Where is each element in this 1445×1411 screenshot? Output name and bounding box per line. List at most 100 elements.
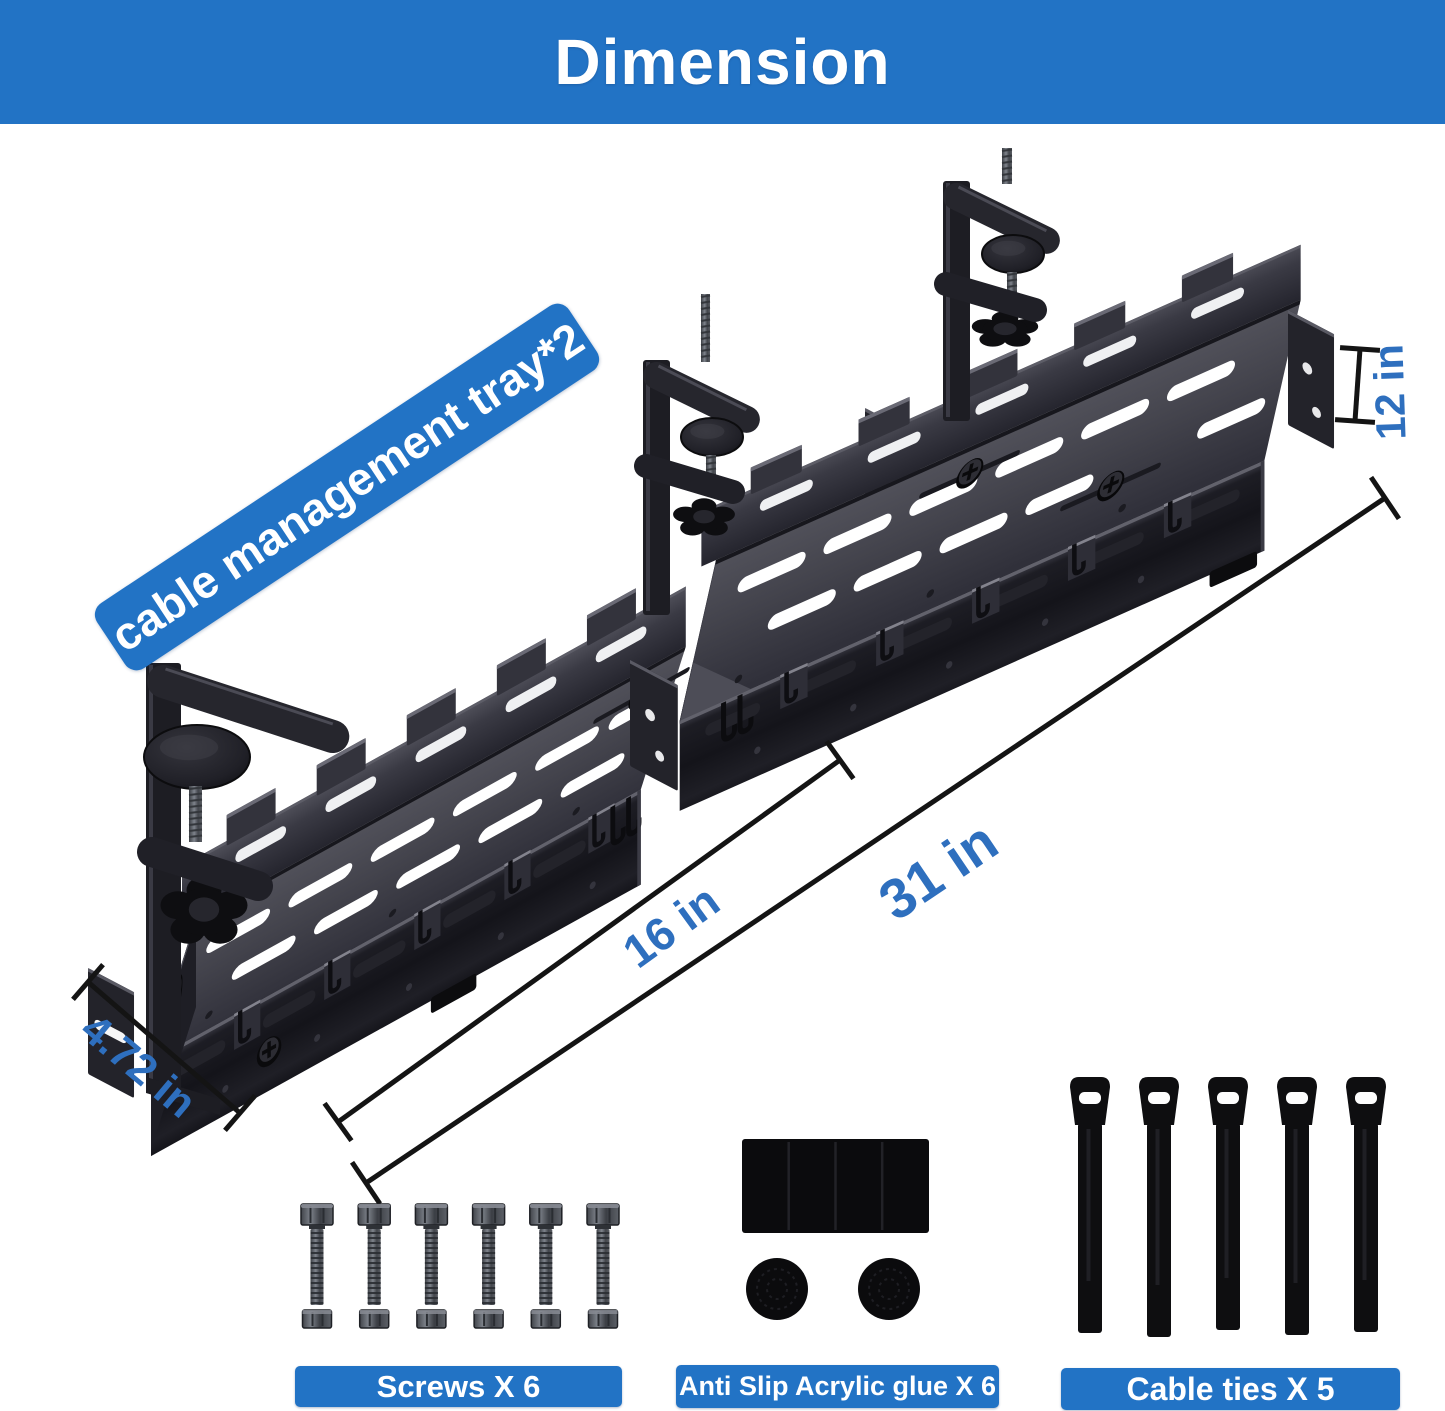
cable-hook: [1167, 500, 1182, 533]
cable-trays: [88, 244, 1335, 1157]
dimension-lines: [71, 345, 1402, 1206]
mounting-plate: [88, 968, 135, 1098]
kit-label-glue: Anti Slip Acrylic glue X 6: [676, 1365, 999, 1408]
kit-screw: [529, 1203, 563, 1329]
wall-slot: [1191, 287, 1245, 319]
cable-hook: [418, 909, 432, 944]
cable-hook: [1072, 543, 1086, 576]
cable-tie-slot: [1355, 1092, 1377, 1104]
cable-hook: [328, 959, 342, 994]
wall-slot: [759, 479, 813, 511]
clamp-lower-arm: [934, 272, 1047, 322]
accessory-kit: [300, 1077, 1386, 1337]
tray-bottom-panel: [679, 299, 1301, 721]
mounting-tab: [496, 638, 546, 696]
kit-screws-group: [300, 1203, 620, 1329]
cable-tray-left: [88, 586, 690, 1157]
wall-slot: [1083, 335, 1137, 367]
mounting-plate: [630, 660, 678, 791]
philips-screw: [1097, 470, 1125, 502]
mounting-tab: [1074, 301, 1126, 350]
clamp-foot: [146, 1077, 220, 1115]
kit-cable-tie: [1208, 1077, 1248, 1330]
cable-tray-right: [679, 244, 1335, 811]
cable-slot: [737, 551, 806, 593]
wall-slot: [505, 676, 557, 713]
mounting-plate: [1288, 310, 1335, 449]
kit-cable-tie: [1070, 1077, 1110, 1333]
cable-tie-slot: [1079, 1092, 1101, 1104]
kit-glue-group: [742, 1139, 929, 1320]
cable-slot: [535, 726, 599, 771]
cable-hook: [784, 671, 799, 704]
philips-screw: [956, 458, 984, 489]
cable-tie-slot: [1217, 1092, 1239, 1104]
kit-cable-tie: [1139, 1077, 1179, 1337]
clamp-knob: [971, 311, 1039, 347]
cable-slot: [231, 935, 296, 980]
mounting-tab: [1181, 253, 1234, 302]
kit-screw: [586, 1203, 620, 1329]
mounting-tab: [406, 688, 456, 746]
cable-slot: [995, 437, 1064, 478]
cable-tie-slot: [1148, 1092, 1170, 1104]
clamp-top-arm: [147, 665, 350, 754]
wall-slot: [415, 726, 467, 763]
cable-slot: [452, 772, 517, 817]
tray-foot: [1209, 551, 1258, 587]
dim-line-total-length: [349, 475, 1402, 1206]
philips-screw: [256, 1036, 282, 1068]
kit-screw: [357, 1203, 391, 1329]
dim-line-height: [1334, 345, 1381, 425]
desk-clamps: [137, 148, 1060, 1115]
tray-front-wall: [151, 789, 642, 1157]
clamp-top-arm: [943, 183, 1060, 254]
cable-slot: [1166, 360, 1235, 402]
cable-slot: [314, 889, 378, 935]
cable-slot: [560, 753, 625, 798]
cable-hook: [737, 693, 754, 735]
page-title: Dimension: [554, 26, 891, 98]
wall-slot: [325, 776, 377, 813]
header-banner: Dimension: [0, 0, 1445, 124]
kit-label-cable-ties: Cable ties X 5: [1061, 1368, 1400, 1410]
cable-slot: [1025, 474, 1094, 516]
cable-slot: [767, 589, 836, 630]
wall-slot: [867, 431, 921, 463]
clamp-lower-arm: [634, 454, 745, 504]
mounting-tab: [750, 445, 802, 494]
kit-screw: [300, 1203, 334, 1329]
glue-pad-round: [858, 1258, 920, 1320]
mounting-tab: [226, 788, 276, 846]
desk-clamp-right: [934, 148, 1060, 421]
kit-cable-tie: [1346, 1077, 1386, 1332]
tray-bottom-panel: [150, 646, 690, 1062]
cable-hook: [721, 701, 738, 742]
desk-clamp-left: [137, 663, 350, 1115]
cable-hook: [880, 628, 894, 661]
tray-front-wall: [679, 460, 1265, 811]
kit-screw: [414, 1203, 449, 1329]
clamp-knob: [160, 876, 248, 944]
dim-line-tray-length: [322, 739, 856, 1143]
clamp-knob: [673, 498, 735, 536]
dim-line-depth: [71, 962, 257, 1133]
kit-cable-ties-group: [1070, 1077, 1386, 1337]
mounting-tab: [586, 588, 636, 646]
tray-back-wall: [182, 586, 686, 926]
cable-slot: [939, 512, 1008, 554]
clamp-lower-arm: [137, 837, 273, 901]
cable-slot: [288, 863, 353, 908]
cable-slot: [1197, 398, 1266, 439]
mounting-tab: [316, 738, 366, 796]
dimension-label-height: 12 in: [1364, 343, 1415, 441]
cable-hook: [508, 859, 522, 894]
wall-slot: [235, 826, 287, 862]
desk-clamp-middle: [634, 294, 760, 615]
kit-screw: [471, 1203, 506, 1329]
wall-slot: [975, 383, 1029, 415]
kit-label-screws: Screws X 6: [295, 1366, 622, 1407]
cable-hook: [592, 813, 606, 848]
